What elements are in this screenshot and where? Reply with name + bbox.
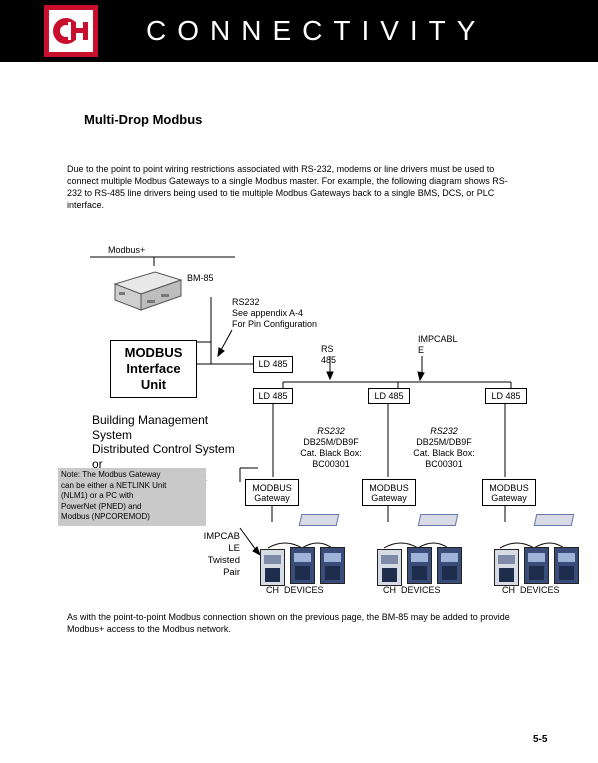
ch-device-icon <box>437 547 462 584</box>
line-driver-3: LD 485 <box>485 388 527 404</box>
ch-device-icon <box>554 547 579 584</box>
gateway-hardware-image <box>533 514 575 526</box>
ch-devices-label-1: CH DEVICES <box>266 585 324 595</box>
page-title: Multi-Drop Modbus <box>84 112 203 127</box>
gateway-note: Note: The Modbus Gateway can be either a… <box>58 468 206 526</box>
logo-emblem <box>49 10 93 52</box>
line-driver-1: LD 485 <box>253 388 293 404</box>
ch-device-icon <box>524 547 549 584</box>
device-group-2 <box>377 547 467 587</box>
header-bar: CONNECTIVITY <box>0 0 598 62</box>
cable-spec-1: RS232 DB25M/DB9F Cat. Black Box: BC00301 <box>300 426 362 469</box>
ch-devices-label-2: CH DEVICES <box>383 585 441 595</box>
bm85-unit-image <box>111 266 183 314</box>
rs232-note: RS232 See appendix A-4 For Pin Configura… <box>232 297 318 329</box>
intro-paragraph: Due to the point to point wiring restric… <box>67 164 508 210</box>
header-title: CONNECTIVITY <box>146 15 487 46</box>
outro-paragraph: As with the point-to-point Modbus connec… <box>67 612 510 634</box>
impcable-top-label: IMPCABL E <box>418 334 458 355</box>
cutler-hammer-logo <box>44 5 98 57</box>
ch-device-icon <box>377 549 402 586</box>
ch-device-icon <box>320 547 345 584</box>
impcable-twisted-pair-label: IMPCAB LE Twisted Pair <box>203 531 240 578</box>
ch-devices-label-3: CH DEVICES <box>502 585 560 595</box>
ch-device-icon <box>260 549 285 586</box>
ch-device-icon <box>494 549 519 586</box>
ch-device-icon <box>407 547 432 584</box>
ch-device-icon <box>290 547 315 584</box>
gateway-hardware-image <box>417 514 459 526</box>
cable-spec-2: RS232 DB25M/DB9F Cat. Black Box: BC00301 <box>413 426 475 469</box>
modbus-interface-unit: MODBUS Interface Unit <box>110 340 197 398</box>
device-group-3 <box>494 547 584 587</box>
page-number: 5-5 <box>533 734 548 745</box>
rs485-label: RS 485 <box>321 344 337 365</box>
line-driver-master: LD 485 <box>253 356 293 373</box>
bm85-label: BM-85 <box>187 273 214 283</box>
modbus-plus-label: Modbus+ <box>108 245 146 255</box>
device-group-1 <box>260 547 350 587</box>
line-driver-2: LD 485 <box>368 388 410 404</box>
gateway-hardware-image <box>298 514 340 526</box>
